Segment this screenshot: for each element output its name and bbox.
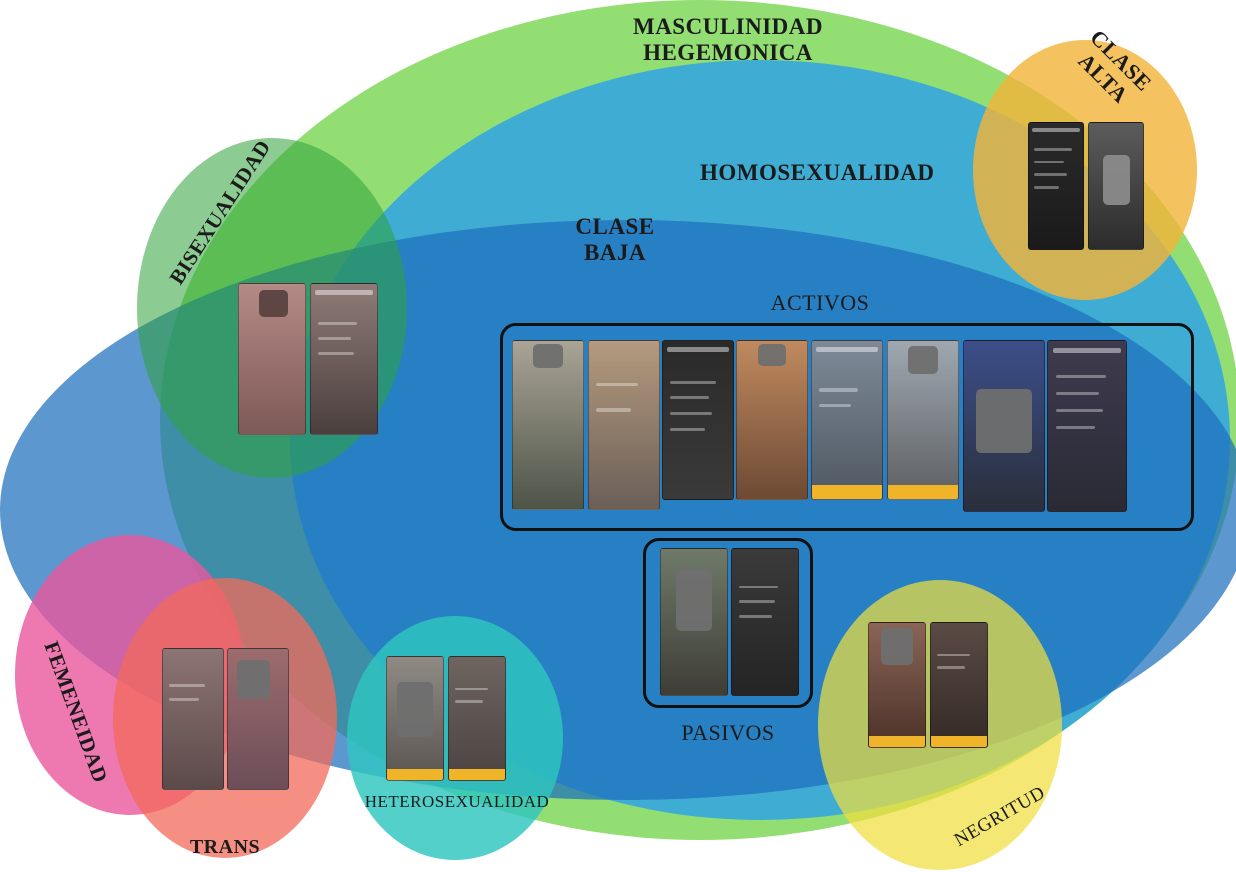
profile-screenshot [736, 340, 808, 500]
profile-screenshot [731, 548, 799, 696]
profile-screenshot [162, 648, 224, 790]
profile-screenshot [868, 622, 926, 748]
profile-screenshot [930, 622, 988, 748]
profile-screenshot [662, 340, 734, 500]
pasivos-group-box [643, 538, 813, 708]
profile-screenshot [887, 340, 959, 500]
trans-ellipse [113, 578, 337, 858]
profile-screenshot [238, 283, 306, 435]
label-homosexualidad: HOMOSEXUALIDAD [700, 160, 935, 185]
profile-screenshot [963, 340, 1045, 512]
label-clase-baja: CLASE BAJA [575, 214, 655, 266]
profile-screenshot [310, 283, 378, 435]
profile-screenshot [660, 548, 728, 696]
profile-screenshot [227, 648, 289, 790]
activos-group-box [500, 323, 1194, 531]
label-masculinidad: MASCULINIDAD HEGEMONICA [632, 14, 823, 66]
label-trans: TRANS [189, 836, 261, 858]
profile-screenshot [1088, 122, 1144, 250]
label-heterosexualidad: HETEROSEXUALIDAD [364, 792, 550, 811]
profile-screenshot [588, 340, 660, 510]
profile-screenshot [386, 656, 444, 781]
profile-screenshot [1028, 122, 1084, 250]
profile-screenshot [811, 340, 883, 500]
profile-screenshot [512, 340, 584, 510]
profile-screenshot [448, 656, 506, 781]
label-pasivos: PASIVOS [681, 720, 775, 745]
label-activos: ACTIVOS [770, 290, 870, 315]
profile-screenshot [1047, 340, 1127, 512]
